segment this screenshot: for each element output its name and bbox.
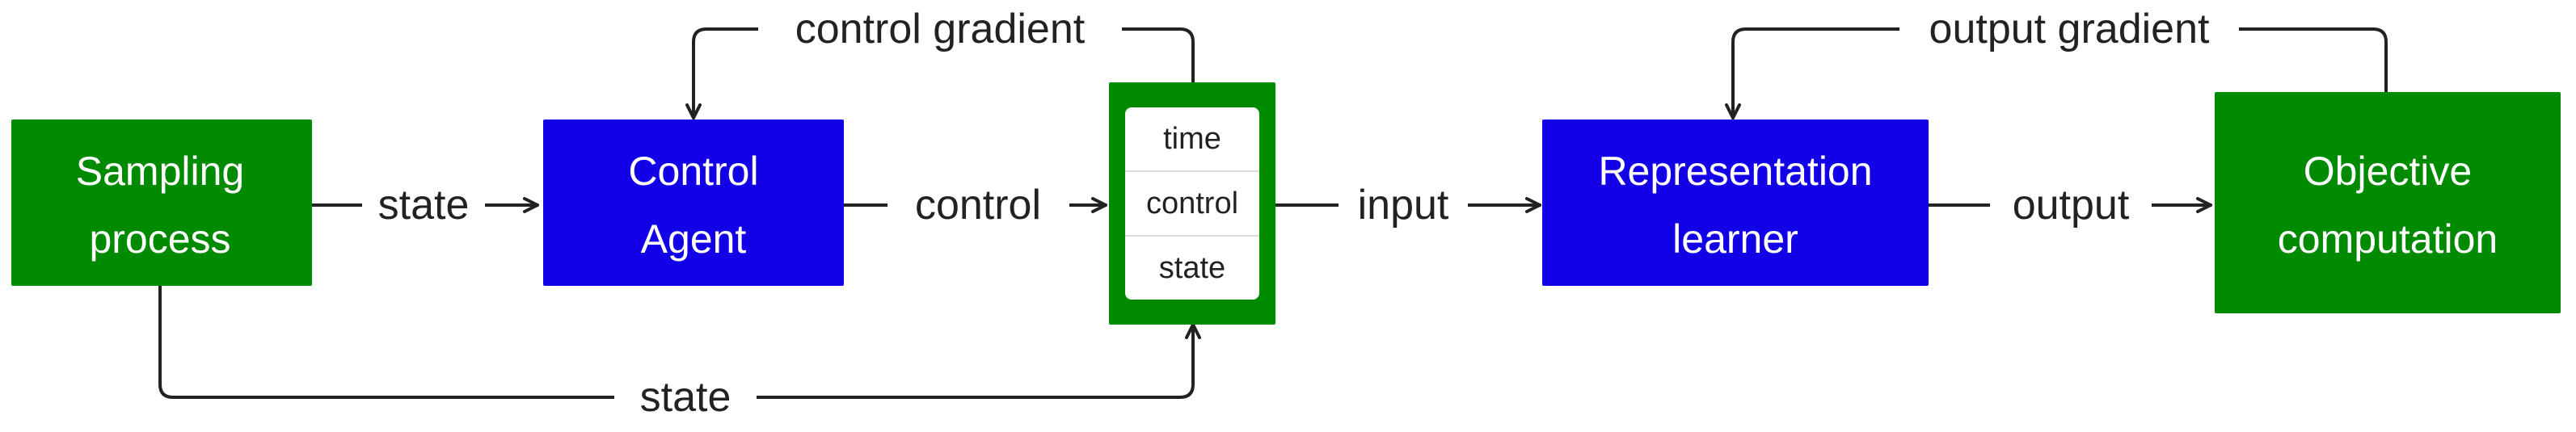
node-input-bundle-panel xyxy=(1125,107,1259,300)
bundle-slot-control: control xyxy=(1146,187,1238,220)
node-sampling-label-1: Sampling xyxy=(76,149,244,194)
edge-label-input: input xyxy=(1358,182,1449,229)
edge-label-control-gradient: control gradient xyxy=(795,6,1086,52)
node-control-agent-label-2: Agent xyxy=(641,216,747,262)
bundle-slot-time: time xyxy=(1163,122,1221,156)
bundle-slot-state: state xyxy=(1159,251,1225,285)
node-sampling-process: Sampling process xyxy=(11,120,312,286)
node-control-agent: Control Agent xyxy=(543,120,844,286)
node-input-bundle: time control state xyxy=(1109,82,1275,325)
edge-label-output: output xyxy=(2013,182,2130,229)
node-representation-label-2: learner xyxy=(1672,216,1798,262)
node-sampling-box xyxy=(11,120,312,286)
node-representation-box xyxy=(1542,120,1929,286)
node-control-agent-label-1: Control xyxy=(628,149,758,194)
node-objective-label-1: Objective xyxy=(2304,149,2472,194)
node-objective-label-2: computation xyxy=(2278,216,2498,262)
node-control-agent-box xyxy=(543,120,844,286)
edge-labels-layer: state control input output control gradi… xyxy=(362,3,2239,425)
node-objective-box xyxy=(2215,92,2561,313)
node-objective-computation: Objective computation xyxy=(2215,92,2561,313)
node-sampling-label-2: process xyxy=(89,216,230,262)
node-representation-learner: Representation learner xyxy=(1542,120,1929,286)
edge-label-control: control xyxy=(915,182,1041,229)
edge-label-output-gradient: output gradient xyxy=(1929,6,2210,52)
edge-label-state-bottom: state xyxy=(640,374,731,421)
node-representation-label-1: Representation xyxy=(1598,149,1872,194)
edge-label-state: state xyxy=(378,182,470,229)
